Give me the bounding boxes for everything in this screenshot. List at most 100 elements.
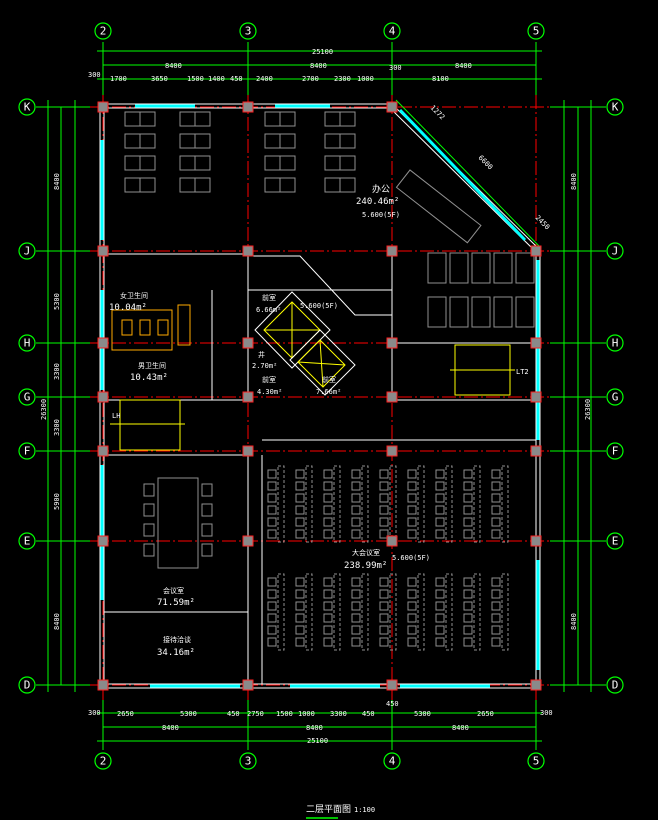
seat xyxy=(407,517,417,527)
desk-row xyxy=(389,573,397,651)
seat xyxy=(267,469,277,479)
seat xyxy=(463,637,473,647)
desk-row xyxy=(501,573,509,651)
column xyxy=(530,679,542,691)
seat xyxy=(323,589,333,599)
dim-left-bay: 5300 xyxy=(53,293,61,310)
seat xyxy=(323,601,333,611)
seat xyxy=(379,529,389,539)
seat xyxy=(407,529,417,539)
seat xyxy=(379,589,389,599)
desk-row xyxy=(333,573,341,651)
seat xyxy=(267,637,277,647)
seat xyxy=(491,613,501,623)
axis-bubble xyxy=(94,22,112,40)
seat xyxy=(379,493,389,503)
column xyxy=(97,535,109,547)
seat xyxy=(351,529,361,539)
axis-bubble xyxy=(18,532,36,550)
seat xyxy=(379,469,389,479)
column xyxy=(242,679,254,691)
seat xyxy=(407,469,417,479)
desk-row xyxy=(305,573,313,651)
column xyxy=(97,391,109,403)
column xyxy=(530,337,542,349)
dim-right-bay: 8400 xyxy=(570,173,578,190)
desk-row xyxy=(417,465,425,543)
desk-row xyxy=(361,465,369,543)
room-name: 井 xyxy=(258,350,265,359)
toilet-fixtures xyxy=(111,304,191,351)
workstation xyxy=(515,296,535,328)
seat xyxy=(407,577,417,587)
seat xyxy=(323,577,333,587)
seat xyxy=(295,589,305,599)
room-area: 7.66m² xyxy=(316,388,341,396)
stair-label: LH xyxy=(112,412,120,420)
dim-top-detail: 2300 xyxy=(334,75,351,83)
seat xyxy=(491,481,501,491)
dim-right-bay: 8400 xyxy=(570,613,578,630)
dim-bottom-offset: 300 xyxy=(540,709,553,717)
level-mark: 5.600(5F) xyxy=(362,211,400,219)
drawing-title: 二层平面图 1:100 xyxy=(306,804,375,819)
stair-east: LT2 xyxy=(450,344,529,396)
column xyxy=(242,445,254,457)
room-area: 2.70m² xyxy=(252,362,277,370)
desk-row xyxy=(445,465,453,543)
seat xyxy=(351,637,361,647)
workstation xyxy=(427,252,447,284)
seat xyxy=(491,637,501,647)
dim-left-total: 26300 xyxy=(40,399,48,420)
seat xyxy=(351,577,361,587)
seat xyxy=(463,613,473,623)
column xyxy=(242,245,254,257)
axis-bubble xyxy=(94,752,112,770)
dim-top-bay: 8400 xyxy=(455,62,472,70)
seat xyxy=(323,505,333,515)
room-area: 6.66m² xyxy=(256,306,281,314)
seat xyxy=(435,601,445,611)
dim-left-bay: 5900 xyxy=(53,493,61,510)
seat xyxy=(351,589,361,599)
dim-top-bay: 8400 xyxy=(165,62,182,70)
room-labels: 办公 240.46m² 5.600(5F) 女卫生间 10.04m² 男卫生间 … xyxy=(109,183,430,658)
dim-bottom-detail: 450 xyxy=(362,710,375,718)
dim-bottom-detail: 2650 xyxy=(477,710,494,718)
seat xyxy=(491,529,501,539)
dim-bottom-detail: 3300 xyxy=(330,710,347,718)
axis-label: F xyxy=(612,445,619,458)
seat xyxy=(435,577,445,587)
room-name: 前室 xyxy=(262,293,276,302)
seat xyxy=(463,589,473,599)
seat xyxy=(267,529,277,539)
seat xyxy=(435,481,445,491)
dim-top-detail: 450 xyxy=(230,75,243,83)
dim-right-total: 26300 xyxy=(584,399,592,420)
column xyxy=(242,391,254,403)
column xyxy=(530,245,542,257)
workstation xyxy=(471,252,491,284)
seat xyxy=(351,493,361,503)
axis-bubble xyxy=(18,242,36,260)
conference-table xyxy=(395,169,482,244)
axis-bubble xyxy=(606,676,624,694)
seat xyxy=(267,493,277,503)
meeting-table xyxy=(157,477,199,569)
seat xyxy=(295,469,305,479)
axis-bubble xyxy=(606,98,624,116)
column xyxy=(386,535,398,547)
workstation xyxy=(515,252,535,284)
seat xyxy=(351,505,361,515)
room-area: 240.46m² xyxy=(356,197,399,207)
dimension-text: 25100 8400 8400 8400 300 300 1700 3650 1… xyxy=(40,48,592,745)
axis-bubble xyxy=(383,752,401,770)
axis-bubble xyxy=(383,22,401,40)
seat xyxy=(463,577,473,587)
column xyxy=(242,337,254,349)
room-area: 71.59m² xyxy=(157,598,195,608)
seat xyxy=(463,601,473,611)
level-mark: 5.600(5F) xyxy=(392,554,430,562)
dim-bottom-extra: 450 xyxy=(386,700,399,708)
room-area: 238.99m² xyxy=(344,561,387,571)
